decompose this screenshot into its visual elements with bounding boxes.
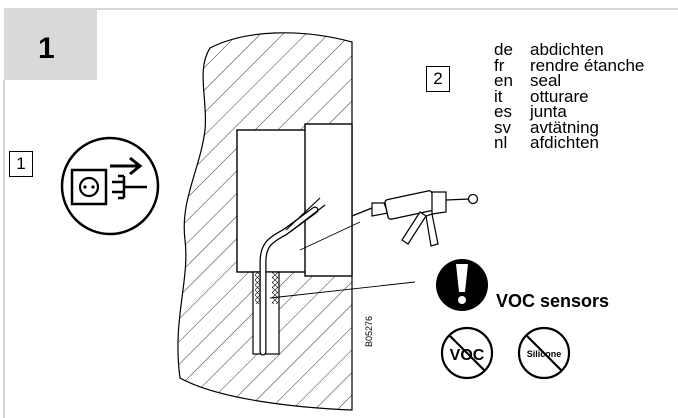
callout-seal: 2 — [426, 66, 450, 92]
warning-icon — [436, 259, 488, 311]
figure-code: B05276 — [364, 315, 374, 347]
seal-left — [255, 272, 261, 304]
wire-1 — [289, 204, 326, 233]
leader-line — [269, 281, 416, 299]
voc-sensors-title: VOC sensors — [496, 291, 610, 311]
step-header: 1 — [4, 8, 97, 80]
step-number: 1 — [38, 32, 55, 65]
caulking-gun — [351, 190, 479, 247]
unplug-icon — [60, 136, 160, 236]
seal-right — [272, 272, 278, 304]
wire-2 — [285, 197, 321, 231]
no-silicone-label: Silicone — [527, 349, 562, 359]
no-voc-label: VOC — [450, 347, 485, 364]
no-silicone-icon: Silicone — [517, 326, 571, 380]
no-voc-icon: VOC — [440, 326, 494, 380]
sensor-housing — [304, 123, 353, 277]
nozzle-line — [299, 221, 361, 251]
callout-unplug: 1 — [9, 151, 33, 177]
